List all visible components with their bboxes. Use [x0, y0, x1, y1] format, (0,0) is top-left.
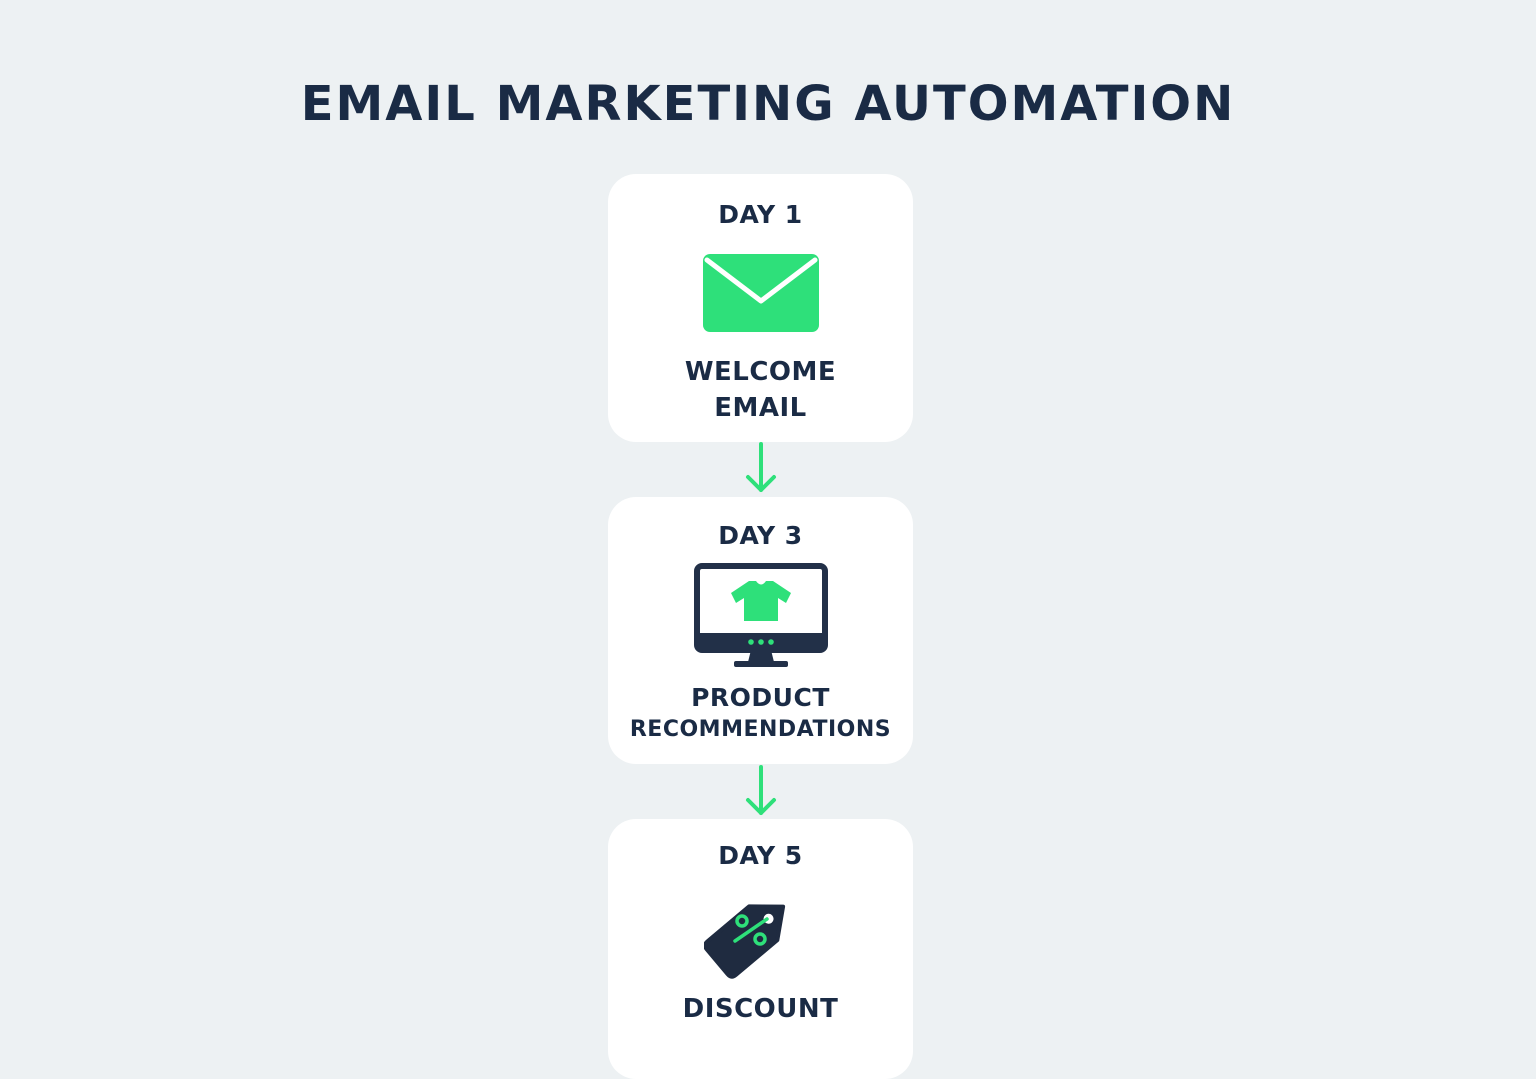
step-title-line: EMAIL — [714, 393, 807, 423]
step-card-day-3: DAY 3 PRODUCT RECOMMENDATIONS — [608, 497, 913, 764]
step-title: PRODUCT RECOMMENDATIONS — [608, 681, 913, 745]
page-title: EMAIL MARKETING AUTOMATION — [300, 76, 1236, 132]
step-day-label: DAY 1 — [718, 200, 803, 229]
step-day-label: DAY 3 — [718, 521, 803, 550]
step-title: DISCOUNT — [608, 991, 913, 1027]
monitor-tshirt-icon — [694, 563, 828, 667]
step-title-line: WELCOME — [684, 357, 837, 387]
step-title: WELCOME EMAIL — [608, 354, 913, 426]
step-card-day-1: DAY 1 WELCOME EMAIL — [608, 174, 913, 442]
step-card-day-5: DAY 5 DISCOUNT — [608, 819, 913, 1079]
step-day-label: DAY 5 — [718, 841, 803, 870]
step-title-line: RECOMMENDATIONS — [629, 717, 892, 742]
step-title-line: PRODUCT — [691, 683, 830, 712]
down-arrow-icon — [746, 442, 776, 492]
envelope-icon — [703, 254, 819, 332]
step-title-line: DISCOUNT — [682, 994, 839, 1024]
discount-tag-icon — [704, 904, 786, 979]
down-arrow-icon — [746, 765, 776, 815]
